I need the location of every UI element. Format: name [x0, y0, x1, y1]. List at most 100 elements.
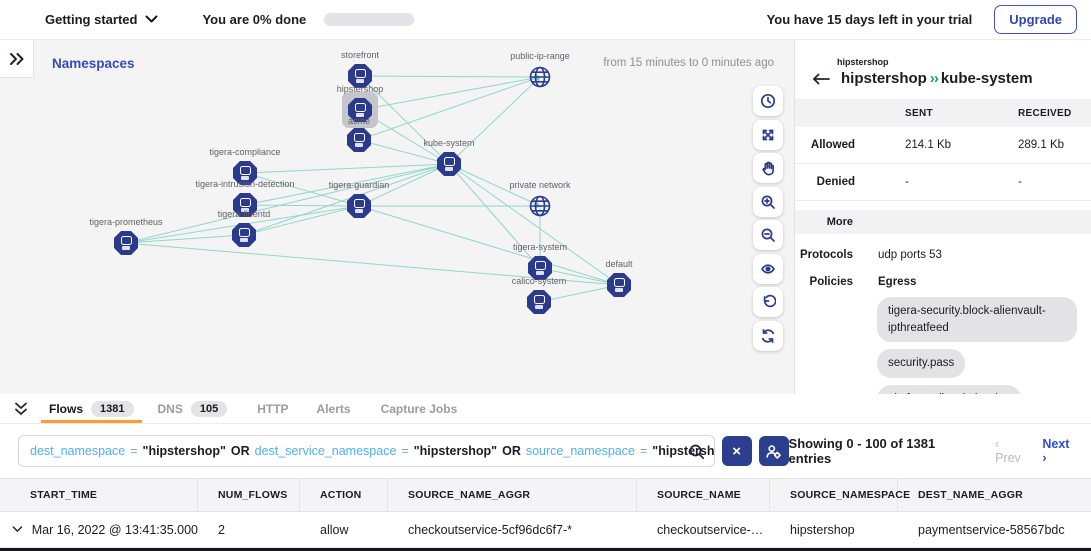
node-storefront[interactable]	[348, 64, 372, 88]
bottom-tabs-bar: Flows 1381 DNS 105 HTTP Alerts Capture J…	[0, 394, 1091, 424]
hand-icon	[762, 161, 774, 176]
tab-http[interactable]: HTTP	[257, 394, 288, 423]
clear-filter-button[interactable]: ×	[721, 436, 752, 466]
query-input[interactable]: dest_namespace = "hipstershop" OR dest_s…	[18, 435, 715, 467]
customize-columns-button[interactable]	[758, 436, 789, 466]
cell-start-time: Mar 16, 2022 @ 13:41:35.000	[31, 522, 198, 537]
history-button[interactable]	[753, 86, 783, 116]
node-tigera-prometheus[interactable]	[114, 231, 138, 255]
query-token: dest_service_namespace	[254, 444, 397, 458]
stats-col-received: RECEIVED	[1018, 107, 1072, 119]
zoom-out-button[interactable]	[753, 220, 783, 250]
next-page-button[interactable]: Next ›	[1042, 437, 1070, 465]
edge-source: hipstershop	[841, 70, 927, 87]
tab-flows[interactable]: Flows 1381	[41, 394, 142, 423]
chevron-down-icon	[145, 15, 158, 23]
query-token: "hipstershop	[652, 444, 715, 458]
refresh-icon	[761, 328, 775, 344]
tab-flows-label: Flows	[49, 401, 84, 416]
query-token: source_namespace	[525, 444, 635, 458]
collapse-panel-button[interactable]	[13, 401, 29, 417]
search-icon	[688, 443, 705, 463]
back-arrow-icon[interactable]	[811, 73, 831, 85]
tab-dns-badge: 105	[190, 400, 228, 417]
policy-tag[interactable]: platform.allow-kube-dns	[877, 385, 1022, 394]
node-calico-system[interactable]	[527, 290, 551, 314]
getting-started-menu[interactable]: Getting started	[45, 12, 158, 27]
eye-icon	[761, 264, 775, 274]
zoom-in-button[interactable]	[753, 187, 783, 217]
node-default[interactable]	[607, 273, 631, 297]
details-panel: hipstershop hipstershop››kube-system SEN…	[795, 40, 1091, 394]
stats-row-denied: Denied - -	[795, 164, 1091, 201]
fit-to-screen-icon	[762, 129, 774, 141]
zoom-out-icon	[761, 228, 775, 242]
trial-days-left-text: You have 15 days left in your trial	[766, 12, 973, 27]
active-tab-indicator	[41, 420, 142, 423]
bottom-divider	[0, 548, 1091, 551]
undo-icon	[763, 294, 776, 308]
policy-tag[interactable]: security.pass	[877, 349, 966, 379]
col-source-namespace[interactable]: SOURCE_NAMESPACE	[770, 479, 910, 511]
node-tigera-intrusion-detection[interactable]	[233, 193, 257, 217]
query-token: dest_namespace	[30, 444, 126, 458]
policies-label: Policies	[809, 276, 853, 288]
node-tigera-compliance[interactable]	[233, 161, 257, 185]
prev-page-button[interactable]: ‹ Prev	[995, 437, 1021, 465]
node-tigera-system[interactable]	[528, 256, 552, 280]
node-kube-system[interactable]	[437, 152, 461, 176]
col-source-name-aggr[interactable]: SOURCE_NAME_AGGR	[388, 479, 637, 511]
allowed-received-value: 289.1 Kb	[1018, 139, 1065, 151]
refresh-button[interactable]	[753, 321, 783, 351]
query-token: "hipstershop"	[142, 444, 226, 458]
more-section-header: More	[795, 210, 1091, 234]
edge-dest: kube-system	[940, 70, 1033, 87]
onboarding-progress-bar	[324, 13, 415, 26]
close-icon: ×	[732, 442, 742, 460]
stats-col-sent: SENT	[905, 107, 933, 119]
pan-button[interactable]	[753, 153, 783, 183]
tab-flows-badge: 1381	[91, 400, 134, 417]
denied-sent-value: -	[905, 176, 909, 188]
col-source-name[interactable]: SOURCE_NAME	[637, 479, 770, 511]
fit-to-screen-button[interactable]	[753, 120, 783, 150]
stats-row-allowed: Allowed 214.1 Kb 289.1 Kb	[795, 127, 1091, 164]
node-public-ip-range[interactable]	[527, 64, 551, 88]
undo-button[interactable]	[753, 287, 783, 317]
query-token: =	[401, 444, 409, 458]
cell-source-name: checkoutservice-…	[657, 522, 764, 537]
table-row[interactable]: Mar 16, 2022 @ 13:41:35.000 2 allow chec…	[0, 512, 1091, 548]
expand-sidebar-button[interactable]	[0, 40, 34, 78]
cell-dest-name-aggr: paymentservice-58567bdc	[918, 522, 1065, 537]
upgrade-button[interactable]: Upgrade	[994, 5, 1077, 34]
node-tigera-fluentd[interactable]	[232, 223, 256, 247]
node-acme[interactable]	[347, 128, 371, 152]
service-graph-canvas[interactable]: storefront hipstershop acme kube-system …	[0, 40, 795, 394]
more-label: More	[826, 216, 853, 228]
cell-source-name-aggr: checkoutservice-5cf96dc6f7-*	[408, 522, 572, 537]
query-token: =	[639, 444, 648, 458]
query-token: OR	[230, 444, 250, 458]
node-private-network[interactable]	[527, 193, 551, 217]
col-num-flows[interactable]: NUM_FLOWS	[198, 479, 300, 511]
node-tigera-guardian[interactable]	[347, 194, 371, 218]
tab-alerts-label: Alerts	[316, 401, 351, 416]
policy-tag[interactable]: tigera-security.block-alienvault-ipthrea…	[877, 297, 1077, 343]
col-start-time[interactable]: START_TIME	[0, 479, 198, 511]
clock-icon	[760, 93, 776, 109]
query-token: =	[130, 444, 138, 458]
globe-icon	[529, 66, 551, 88]
col-dest-name-aggr[interactable]: DEST_NAME_AGGR	[918, 489, 1023, 501]
visibility-button[interactable]	[753, 254, 783, 284]
expand-row-chevron-icon[interactable]	[12, 525, 23, 534]
col-action[interactable]: ACTION	[300, 479, 388, 511]
tab-dns-label: DNS	[157, 401, 183, 416]
tab-capture-jobs[interactable]: Capture Jobs	[381, 394, 458, 423]
globe-icon	[529, 195, 551, 217]
tab-dns[interactable]: DNS 105	[158, 394, 228, 423]
tab-http-label: HTTP	[257, 401, 289, 416]
node-hipstershop[interactable]	[348, 98, 372, 122]
tab-alerts[interactable]: Alerts	[317, 394, 351, 423]
query-token: "hipstershop"	[413, 444, 498, 458]
allowed-sent-value: 214.1 Kb	[905, 139, 952, 151]
